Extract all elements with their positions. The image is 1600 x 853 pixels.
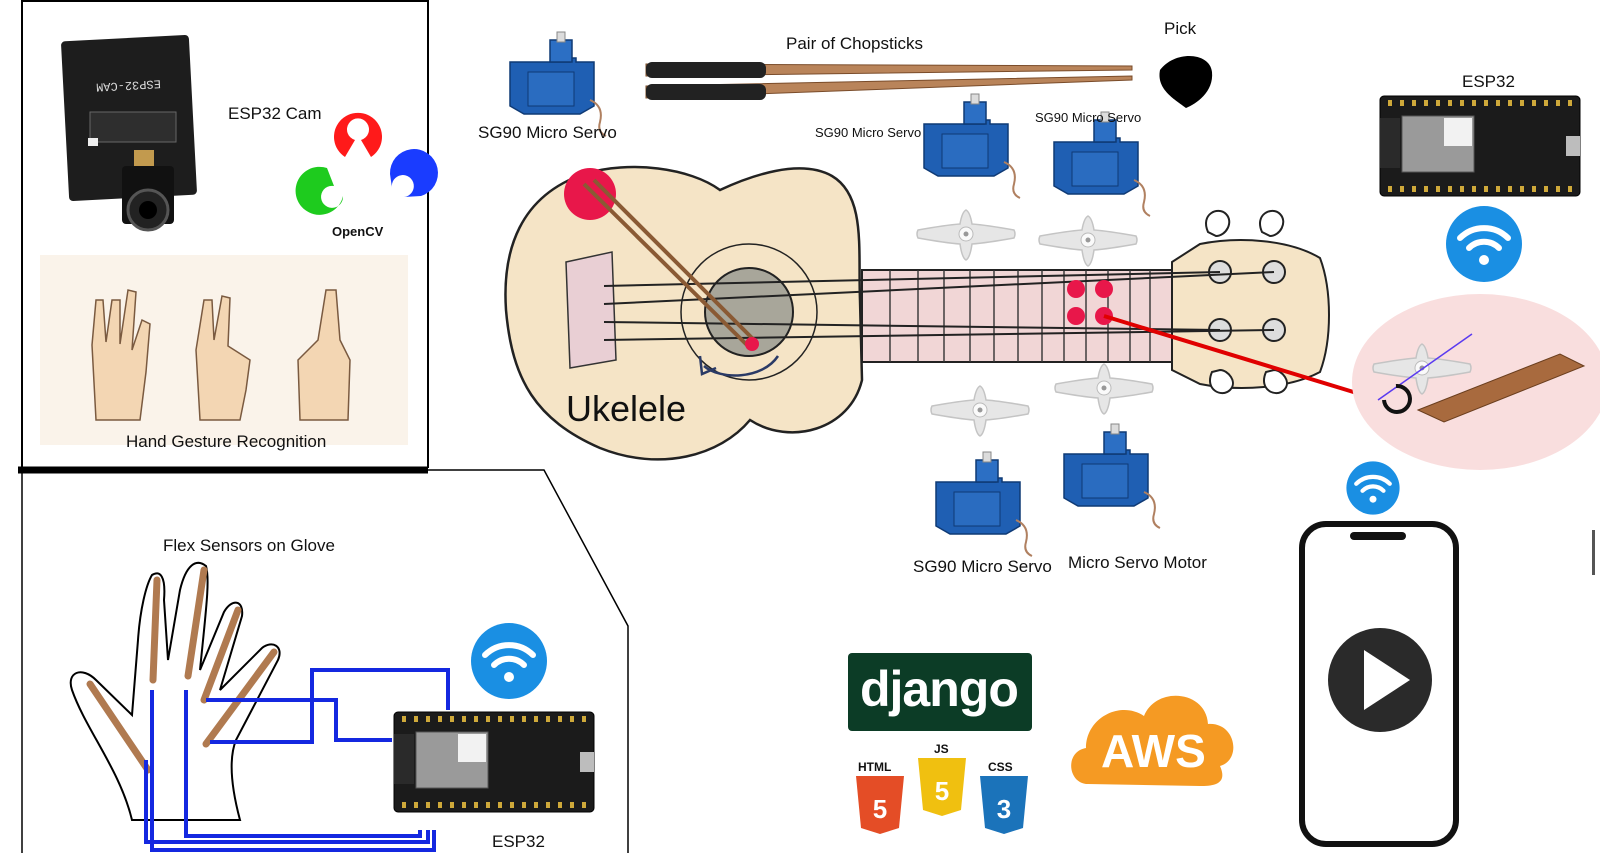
js-label: JS xyxy=(934,742,949,756)
servo-top-left-label: SG90 Micro Servo xyxy=(478,123,617,142)
esp32-cam-label: ESP32 Cam xyxy=(228,104,322,123)
servo-bottom-left-label: SG90 Micro Servo xyxy=(913,557,1052,576)
servo-horn xyxy=(916,209,1016,261)
gesture-hand-three xyxy=(91,289,151,421)
fretboard xyxy=(861,269,1173,363)
js-logo: 5 xyxy=(918,758,966,816)
opencv-logo xyxy=(295,112,438,215)
gesture-hand-crossed xyxy=(297,289,351,421)
glove-outline xyxy=(69,561,281,821)
chopsticks-label: Pair of Chopsticks xyxy=(786,34,923,53)
glove-esp32-board xyxy=(393,711,595,813)
glove-panel xyxy=(21,469,629,853)
gesture-label: Hand Gesture Recognition xyxy=(126,432,327,451)
wifi-icon xyxy=(1346,461,1399,514)
servo-top-left xyxy=(509,31,607,137)
django-logo xyxy=(848,653,1032,731)
servo-horn xyxy=(930,385,1030,437)
wifi-icon xyxy=(1446,206,1522,282)
css3-logo: 3 xyxy=(980,776,1028,834)
camera-panel xyxy=(18,0,438,474)
servo-bottom-left xyxy=(935,451,1033,557)
html5-logo: 5 xyxy=(856,776,904,834)
opencv-label: OpenCV xyxy=(332,224,384,239)
flex-label: Flex Sensors on Glove xyxy=(163,536,335,555)
glove-esp32-label: ESP32 xyxy=(492,832,545,851)
servo-top-mid-label: SG90 Micro Servo xyxy=(815,125,922,140)
headstock xyxy=(1171,239,1330,389)
html-label: HTML xyxy=(858,760,892,774)
gesture-hand-two xyxy=(195,295,251,421)
servo-top-right-label: SG90 Micro Servo xyxy=(1035,110,1142,125)
controller-esp32-label: ESP32 xyxy=(1462,72,1515,91)
pick-label: Pick xyxy=(1164,19,1197,38)
svg-text:3: 3 xyxy=(997,794,1011,824)
servo-bottom-right xyxy=(1063,423,1161,529)
ukulele xyxy=(504,165,1361,461)
servo-horn xyxy=(1038,215,1138,267)
glove-wires xyxy=(144,668,450,852)
controller-esp32-board xyxy=(1379,95,1581,197)
aws-label: AWS xyxy=(1101,725,1206,777)
css-label: CSS xyxy=(988,760,1013,774)
aws-cloud-icon xyxy=(1071,695,1234,786)
chopsticks xyxy=(645,62,1133,100)
edge-mark xyxy=(1592,530,1595,575)
svg-text:5: 5 xyxy=(873,794,887,824)
ukelele-label: Ukelele xyxy=(566,388,687,429)
esp32-cam-board xyxy=(61,34,197,232)
servo-top-right xyxy=(1053,111,1151,217)
play-icon xyxy=(1328,628,1432,732)
pick-icon xyxy=(1159,55,1213,108)
servo-horn xyxy=(1054,363,1154,415)
servo-bottom-right-label: Micro Servo Motor xyxy=(1068,553,1207,572)
svg-text:5: 5 xyxy=(935,776,949,806)
tuning-zoom-bubble xyxy=(1352,294,1600,470)
servo-top-mid xyxy=(923,93,1021,199)
wifi-icon xyxy=(471,623,547,699)
django-label: django xyxy=(860,661,1019,717)
